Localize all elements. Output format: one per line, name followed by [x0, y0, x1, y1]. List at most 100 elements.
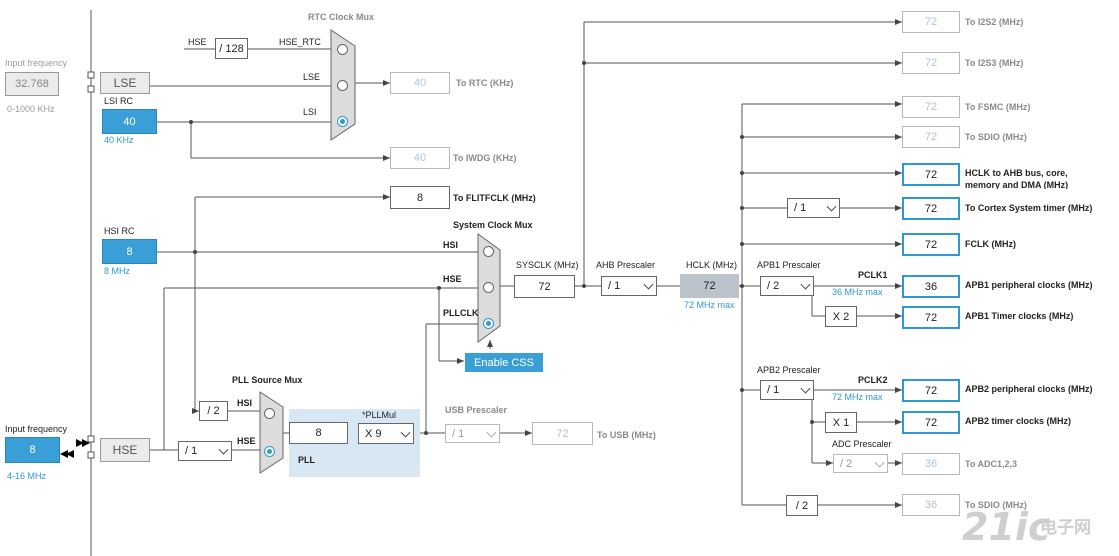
- output-sdio-ahb-label: To SDIO (MHz): [965, 132, 1027, 142]
- rtc-output-value: 40: [390, 72, 450, 94]
- rtc-hse-rtc-label: HSE_RTC: [279, 37, 321, 47]
- output-hclk-ahb-label-2: memory and DMA (MHz): [965, 180, 1069, 189]
- output-apb1-periph-value: 36: [902, 275, 960, 298]
- sysclk-label: SYSCLK (MHz): [516, 260, 579, 270]
- flitfclk-output-label: To FLITFCLK (MHz): [453, 193, 536, 203]
- adc-prescaler-select[interactable]: / 2: [833, 454, 888, 473]
- rtc-mux-radio-lsi[interactable]: [337, 116, 348, 127]
- usb-output-value: 72: [532, 422, 593, 445]
- hse-range: 4-16 MHz: [7, 471, 47, 481]
- pll-mux-radio-hsi[interactable]: [264, 408, 275, 419]
- sys-mux-radio-hse[interactable]: [483, 282, 494, 293]
- pll-mul-value: X 9: [365, 427, 382, 440]
- chevron-down-icon: [800, 279, 811, 290]
- pclk1-max: 36 MHz max: [832, 287, 883, 297]
- sys-mux-hsi-label: HSI: [443, 240, 459, 250]
- lse-input-frequency[interactable]: 32.768: [5, 72, 59, 96]
- flitfclk-output-value: 8: [390, 186, 450, 209]
- watermark-text: 电子网: [1040, 518, 1091, 538]
- ahb-prescaler-value: / 1: [608, 280, 621, 292]
- output-sdio-apb2-label: To SDIO (MHz): [965, 500, 1027, 510]
- hse-input-title: Input frequency: [5, 424, 68, 434]
- adc-prescaler-label: ADC Prescaler: [832, 439, 892, 449]
- output-i2s2-label: To I2S2 (MHz): [965, 17, 1024, 27]
- output-i2s3-label: To I2S3 (MHz): [965, 58, 1024, 68]
- lse-block[interactable]: LSE: [100, 72, 150, 94]
- pll-mux-title: PLL Source Mux: [232, 375, 303, 385]
- pclk1-label: PCLK1: [858, 270, 888, 280]
- hse-block[interactable]: HSE: [100, 438, 150, 462]
- hse-prediv-value: / 1: [185, 445, 198, 457]
- output-apb1-timer-label: APB1 Timer clocks (MHz): [965, 311, 1074, 321]
- usb-prescaler-select[interactable]: / 1: [445, 424, 500, 443]
- output-cortex-timer-value: 72: [902, 197, 960, 220]
- adc-prescaler-value: / 2: [840, 457, 853, 470]
- output-i2s2-value: 72: [902, 11, 960, 33]
- apb2-prescaler-select[interactable]: / 1: [760, 380, 814, 400]
- cortex-timer-div-select[interactable]: / 1: [787, 198, 840, 218]
- sys-mux-radio-hsi[interactable]: [483, 246, 494, 257]
- watermark-logo: 21ic: [962, 505, 1051, 549]
- output-cortex-timer-label: To Cortex System timer (MHz): [965, 203, 1093, 213]
- apb1-timer-multiplier: X 2: [825, 306, 857, 327]
- enable-css-button[interactable]: Enable CSS: [465, 353, 543, 372]
- usb-prescaler-label: USB Prescaler: [445, 405, 508, 415]
- rtc-mux-radio-hse[interactable]: [337, 44, 348, 55]
- apb2-timer-multiplier: X 1: [825, 412, 857, 433]
- apb1-prescaler-select[interactable]: / 2: [760, 276, 814, 296]
- apb2-prescaler-label: APB2 Prescaler: [757, 365, 821, 375]
- sys-mux-radio-pllclk[interactable]: [483, 318, 494, 329]
- output-i2s3-value: 72: [902, 52, 960, 74]
- cortex-timer-div-value: / 1: [794, 202, 807, 214]
- iwdg-output-value: 40: [390, 147, 450, 169]
- chevron-down-icon: [486, 427, 497, 438]
- output-fsmc-label: To FSMC (MHz): [965, 102, 1031, 112]
- iwdg-output-label: To IWDG (KHz): [453, 153, 517, 163]
- ahb-prescaler-select[interactable]: / 1: [601, 276, 657, 296]
- output-apb2-periph-value: 72: [902, 379, 960, 402]
- hse-prediv-select[interactable]: / 1: [178, 441, 232, 461]
- ahb-prescaler-label: AHB Prescaler: [596, 260, 656, 270]
- sysclk-value[interactable]: 72: [514, 275, 575, 298]
- output-fclk-label: FCLK (MHz): [965, 239, 1016, 249]
- pclk2-label: PCLK2: [858, 375, 888, 385]
- chevron-down-icon: [874, 457, 885, 468]
- lsi-unit: 40 KHz: [104, 135, 134, 145]
- output-fclk-value: 72: [902, 233, 960, 256]
- usb-prescaler-value: / 1: [452, 427, 465, 440]
- pll-input-value: 8: [289, 422, 348, 444]
- output-apb2-timer-label: APB2 timer clocks (MHz): [965, 416, 1072, 426]
- hsi-title: HSI RC: [104, 226, 135, 236]
- rtc-mux-radio-lse[interactable]: [337, 80, 348, 91]
- output-apb1-periph-label: APB1 peripheral clocks (MHz): [965, 280, 1093, 290]
- chevron-down-icon: [218, 444, 229, 455]
- hse-input-frequency[interactable]: 8: [5, 437, 60, 463]
- rtc-hse-wire-label: HSE: [188, 37, 207, 47]
- lsi-title: LSI RC: [104, 96, 134, 106]
- rtc-mux-title: RTC Clock Mux: [308, 12, 375, 22]
- hclk-label: HCLK (MHz): [686, 260, 737, 270]
- apb1-prescaler-value: / 2: [767, 280, 780, 292]
- sdio-divider: / 2: [786, 495, 818, 516]
- output-apb1-timer-value: 72: [902, 306, 960, 329]
- pll-mux-hse-label: HSE: [237, 436, 256, 446]
- pll-mul-select[interactable]: X 9: [358, 423, 414, 444]
- output-hclk-ahb-value: 72: [902, 163, 960, 186]
- system-mux-title: System Clock Mux: [453, 220, 533, 230]
- lse-input-title: Input frequency: [5, 58, 68, 68]
- output-sdio-ahb-value: 72: [902, 126, 960, 148]
- rtc-lse-wire-label: LSE: [303, 72, 321, 82]
- hclk-value[interactable]: 72: [680, 274, 739, 298]
- pll-name: PLL: [298, 455, 315, 465]
- output-apb2-timer-value: 72: [902, 411, 960, 434]
- hsi-unit: 8 MHz: [104, 266, 131, 276]
- output-fsmc-value: 72: [902, 96, 960, 118]
- rtc-div128: / 128: [215, 38, 248, 59]
- output-adc-label: To ADC1,2,3: [965, 459, 1018, 469]
- hclk-max: 72 MHz max: [684, 300, 735, 310]
- pll-hsi-div2: / 2: [199, 401, 228, 421]
- pll-mux-radio-hse[interactable]: [264, 446, 275, 457]
- sys-mux-pllclk-label: PLLCLK: [443, 308, 479, 318]
- pclk2-max: 72 MHz max: [832, 392, 883, 402]
- pll-mux-hsi-label: HSI: [237, 398, 253, 408]
